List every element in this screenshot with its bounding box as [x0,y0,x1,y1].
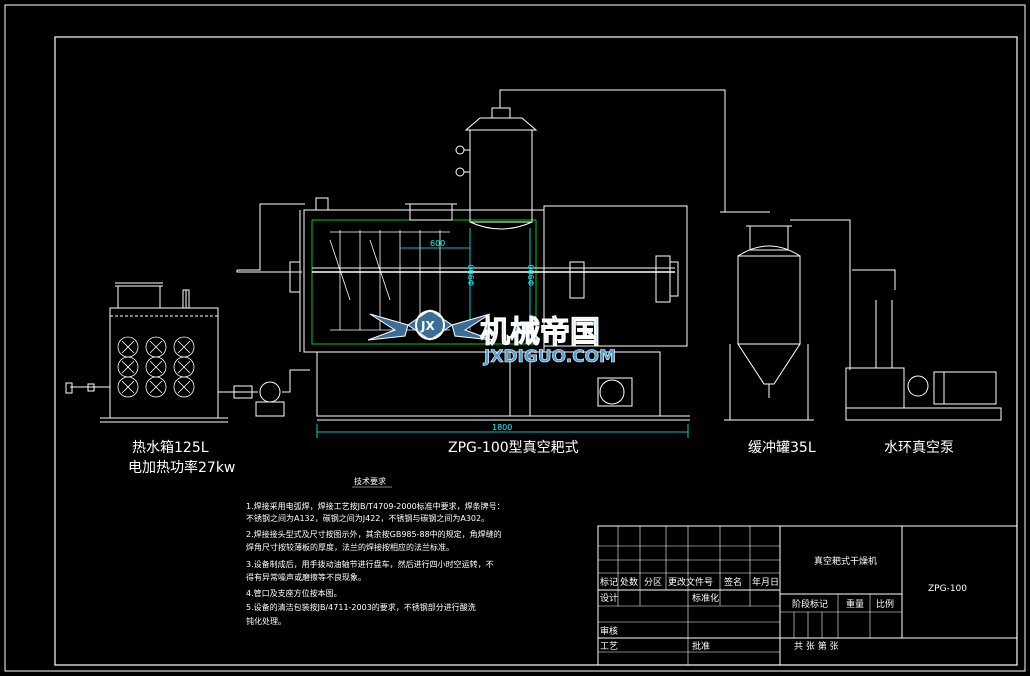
dim-1800: 1800 [492,423,512,432]
tech-line: 焊角尺寸按较薄板的厚度，法兰的焊接按相应的法兰标准。 [246,542,454,552]
dim-600: 600 [430,239,445,248]
tb-header: 年月日 [752,576,779,588]
tb-sheets: 共 张 第 张 [794,640,839,652]
tb-header: 分区 [644,577,662,588]
drawing-number: ZPG-100 [928,584,967,594]
tb-approve: 批准 [692,640,710,652]
label-buffer-tank: 缓冲罐35L [748,440,816,456]
piping [218,89,896,393]
dimension-lines [316,228,689,438]
tech-title: 技术要求 [354,476,386,486]
tb-standardize: 标准化 [692,592,719,604]
watermark-emblem: JX [420,319,435,333]
title-block [597,525,1018,666]
label-vacuum-pump: 水环真空泵 [884,440,954,456]
buffer-tank [724,225,814,421]
tech-line: 5.设备的清洁包装按JB/4711-2003的要求，不锈钢部分进行酸洗 [246,602,476,612]
label-electric-heating: 电加热功率27kw [128,459,235,476]
watermark-logo: JX 机械帝国 JXDIGUO.COM [367,309,616,367]
tb-process: 工艺 [600,641,618,652]
tb-review: 审核 [600,625,618,637]
tech-line: 钝化处理。 [246,616,286,626]
condenser [455,107,538,230]
tb-design: 设计 [600,592,618,604]
tech-line: 3.设备制成后，用手拨动油轴节进行盘车，然后进行四小时空运转，不 [246,559,494,569]
label-dryer: ZPG-100型真空耙式 [448,440,579,456]
drawing-name: 真空耙式干燥机 [814,555,877,567]
watermark-cn: 机械帝国 [480,315,600,350]
water-ring-vacuum-pump [845,300,1002,421]
tech-line: 不锈钢之间为A132，碳钢之间为J422，不锈钢与碳钢之间为A302。 [246,513,489,523]
outer-border [4,4,1026,672]
dim-900-b: Φ900 [527,264,536,286]
tb-header: 更改文件号 [668,576,713,588]
watermark-en: JXDIGUO.COM [483,347,616,367]
circulation-pump [233,381,285,417]
inner-border [54,36,1018,666]
tb-weight: 重量 [846,598,864,610]
label-hot-water-tank: 热水箱125L [132,440,209,456]
tech-line: 2.焊接接头型式及尺寸按图示外，其余按GB985-88中的规定，角焊缝的 [246,529,502,539]
vacuum-rake-dryer [289,197,690,421]
tb-scale: 比例 [876,598,894,610]
hot-water-tank [65,282,228,423]
tb-header: 签名 [724,576,742,588]
tech-line: 得有异常噪声或磨擦等不良现象。 [246,572,366,582]
tb-stage-mark: 阶段标记 [792,598,828,610]
tb-header: 标记 [600,576,618,588]
dim-900-a: Φ900 [467,264,476,286]
tech-line: 1.焊接采用电弧焊，焊接工艺按JB/T4709-2000标准中要求，焊条牌号： [246,501,505,511]
tech-line: 4.管口及支座方位按本图。 [246,588,342,598]
tb-header: 处数 [620,576,638,588]
